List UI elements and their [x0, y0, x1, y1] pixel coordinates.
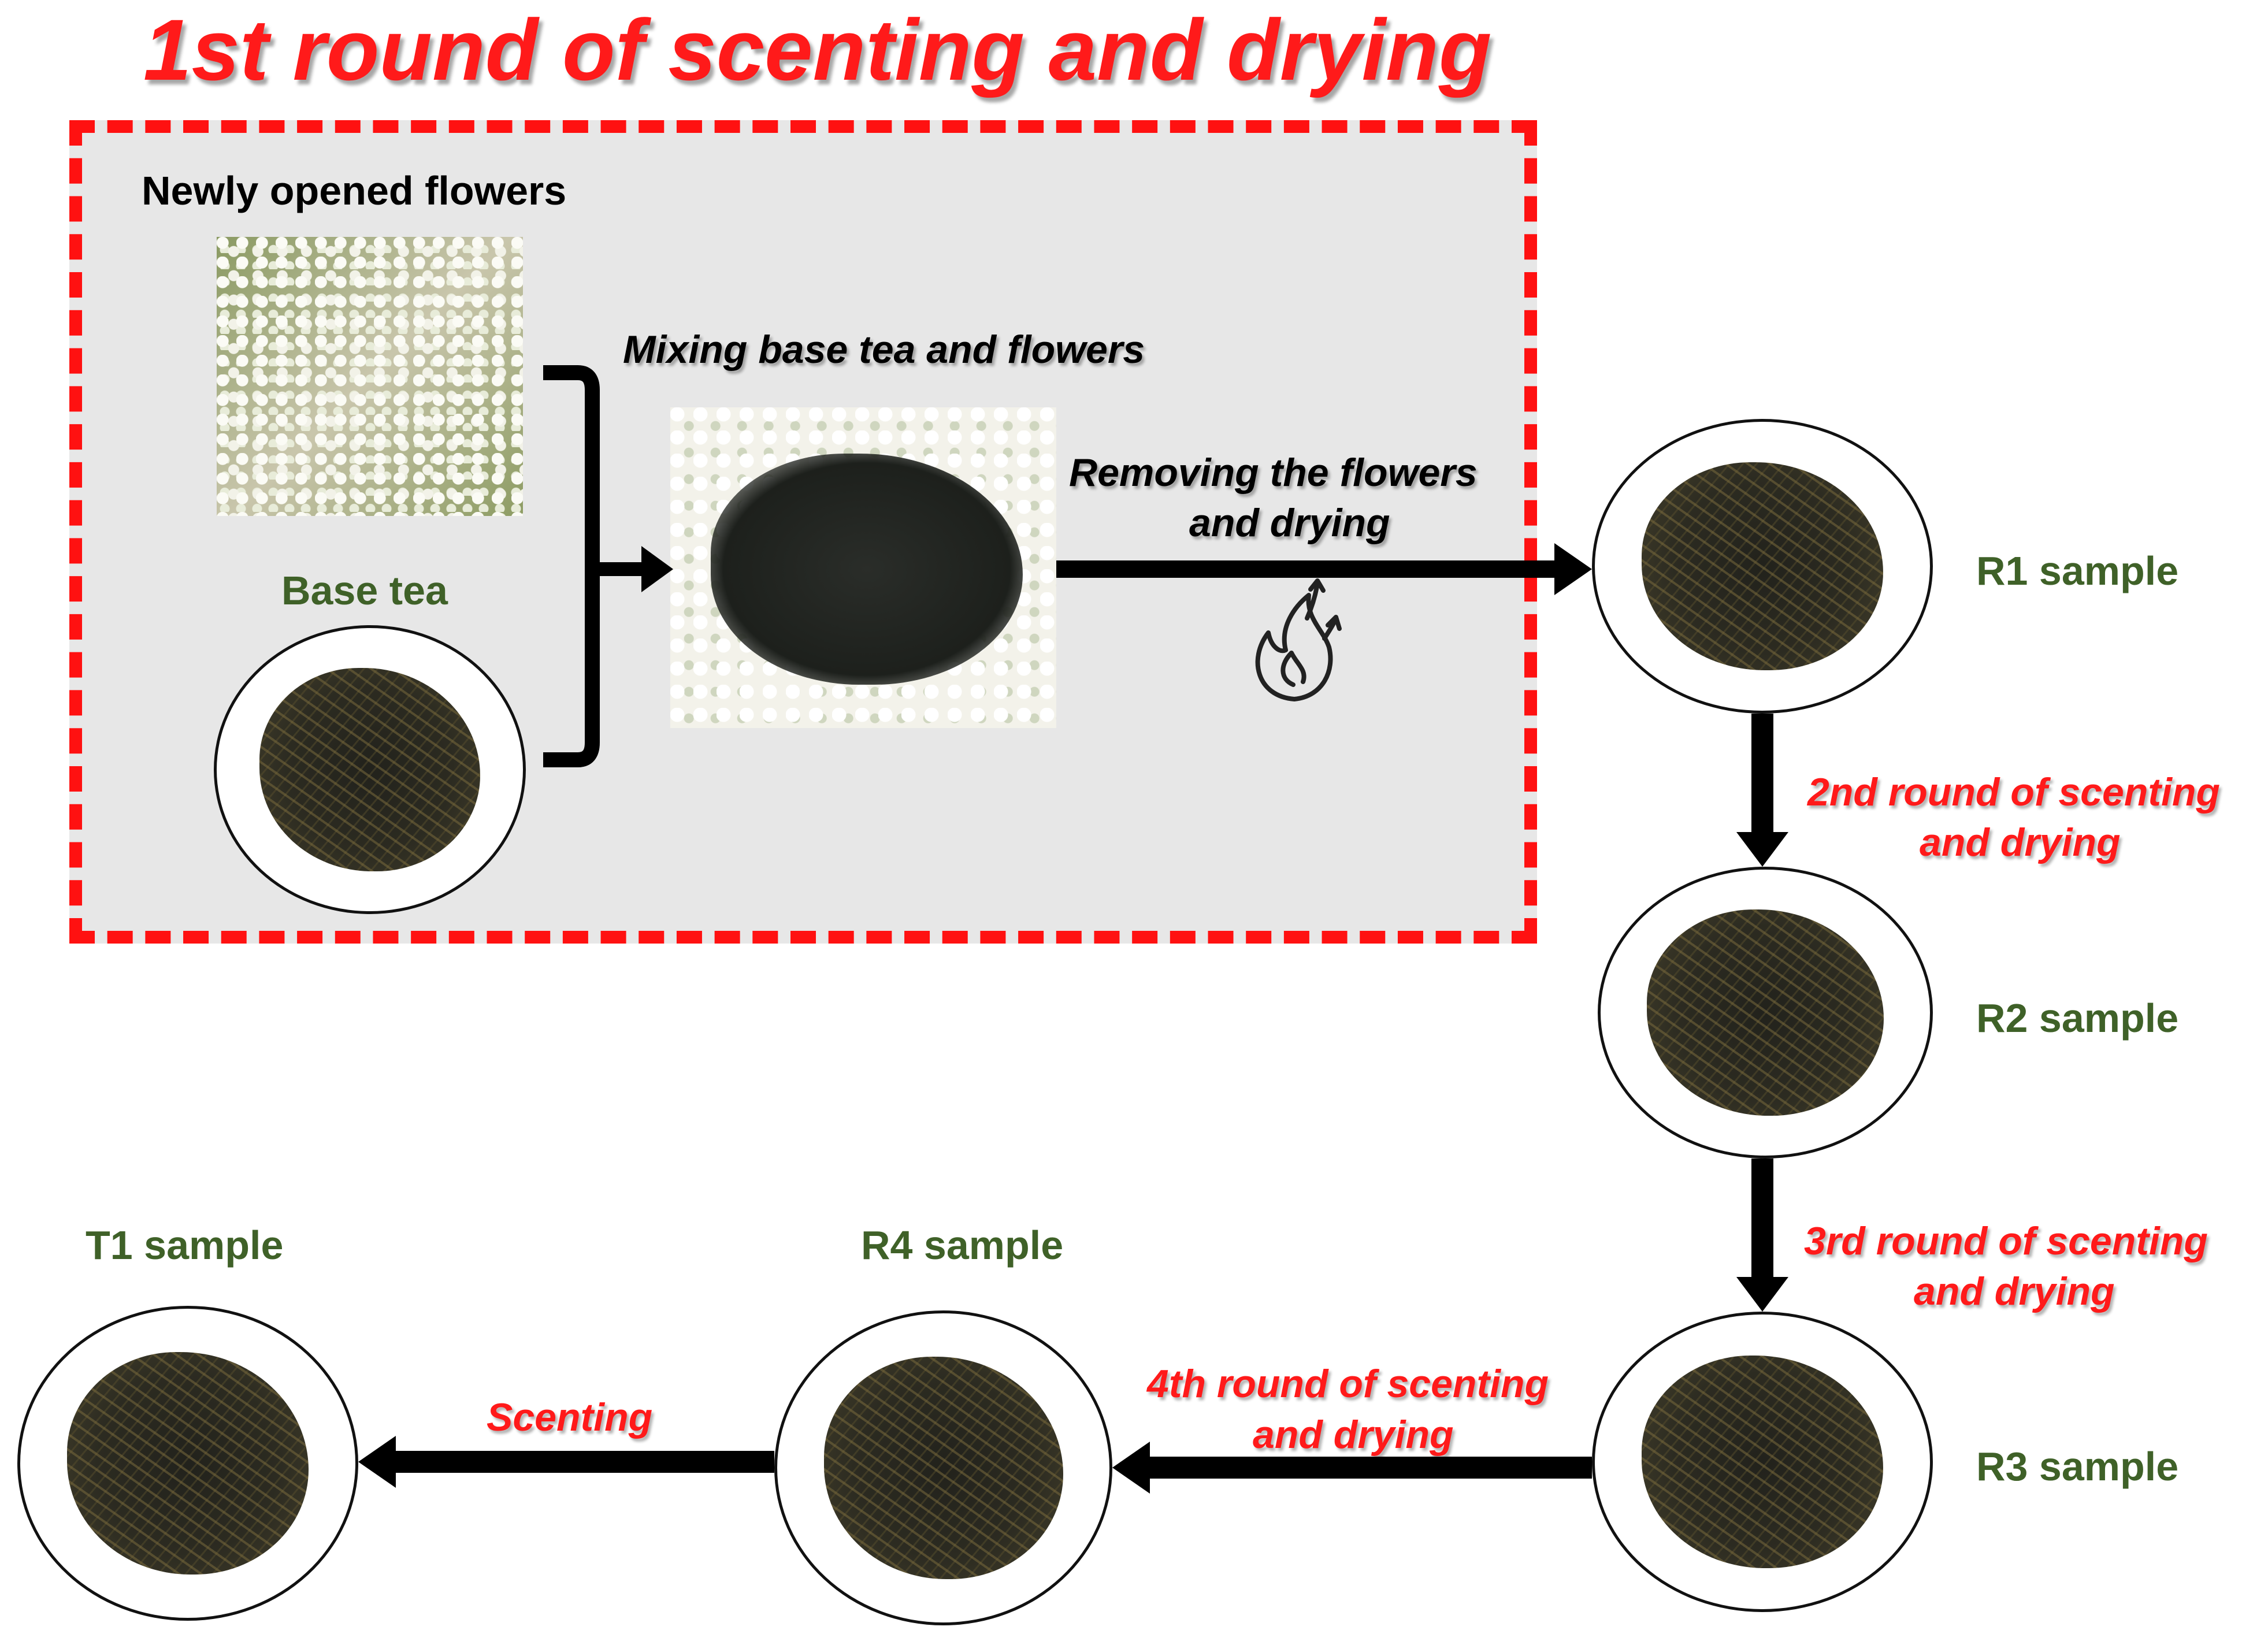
r4-sample-image [774, 1310, 1112, 1625]
arrow-r3-r4-head [1112, 1442, 1150, 1494]
round4-label-line1: 4th round of scenting [1147, 1362, 1549, 1406]
tea-leaves [259, 667, 480, 872]
tea-leaves [67, 1351, 309, 1575]
removing-step-label-line1: Removing the flowers [1069, 451, 1478, 495]
bracket-arrow-head [641, 546, 673, 592]
base-tea-label: Base tea [281, 568, 448, 613]
r4-sample-label: R4 sample [861, 1223, 1064, 1268]
tea-leaves [1642, 462, 1883, 670]
newly-opened-flowers-label: Newly opened flowers [142, 168, 567, 213]
arrow-to-r1-head [1554, 543, 1592, 595]
mixed-tea-flowers-photo [670, 407, 1056, 728]
tea-leaves [1646, 909, 1884, 1116]
r1-sample-image [1592, 419, 1933, 714]
fire-icon [1255, 578, 1342, 701]
round3-label-line2: and drying [1914, 1269, 2115, 1313]
t1-sample-label: T1 sample [86, 1223, 284, 1268]
r3-sample-label: R3 sample [1976, 1444, 2179, 1489]
diagram-title: 1st round of scenting and drying [143, 1, 1492, 98]
base-tea-sample-image [214, 625, 526, 914]
r2-sample-image [1598, 867, 1933, 1158]
scenting-label: Scenting [487, 1395, 653, 1439]
r3-sample-image [1592, 1312, 1933, 1612]
tea-pile [711, 454, 1023, 685]
round2-label-line1: 2nd round of scenting [1807, 770, 2220, 814]
t1-sample-image [17, 1306, 358, 1621]
arrow-r1-r2-head [1736, 832, 1788, 867]
round4-label-line2: and drying [1253, 1413, 1454, 1457]
arrow-r2-r3-head [1736, 1277, 1788, 1312]
arrow-r4-t1-head [358, 1436, 396, 1488]
tea-leaves [1642, 1356, 1883, 1568]
flowers-photo [217, 237, 523, 516]
round3-label-line1: 3rd round of scenting [1804, 1219, 2208, 1263]
removing-step-label-line2: and drying [1189, 501, 1390, 545]
r2-sample-label: R2 sample [1976, 996, 2179, 1041]
merge-bracket [543, 365, 600, 767]
mixing-step-label: Mixing base tea and flowers [623, 328, 1145, 372]
r1-sample-label: R1 sample [1976, 548, 2179, 593]
round2-label-line2: and drying [1920, 820, 2121, 864]
tea-leaves [823, 1356, 1063, 1580]
